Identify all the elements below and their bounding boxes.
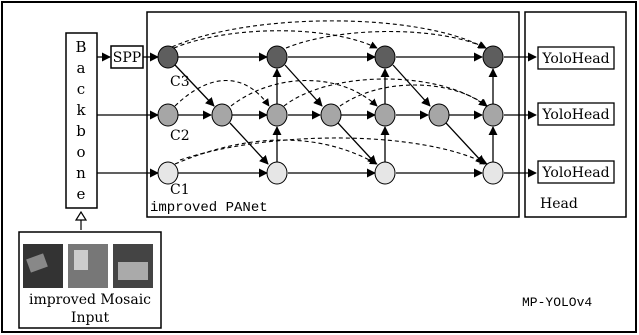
dashed-arrow — [173, 30, 378, 49]
backbone-letter: b — [76, 122, 86, 140]
diagonal-arrow — [445, 122, 485, 165]
hollow-up-arrow-icon — [74, 210, 88, 230]
node-c2 — [374, 103, 396, 127]
backbone-letters: B a c k b o n e — [75, 38, 86, 203]
backbone-letter: o — [76, 143, 85, 161]
level-label-c2: C2 — [170, 128, 190, 144]
mosaic-image-2-detail — [74, 250, 88, 270]
node-c2 — [320, 103, 342, 127]
node-c1 — [374, 161, 396, 185]
diagonal-arrow — [392, 64, 431, 107]
level-label-c1: C1 — [170, 182, 190, 198]
yolohead-label: YoloHead — [541, 165, 609, 181]
panet-label: improved PANet — [150, 200, 268, 216]
mosaic-thumbnails — [23, 244, 153, 288]
node-c2 — [266, 103, 288, 127]
node-c2 — [428, 103, 450, 127]
solid-connections — [174, 52, 498, 178]
node-c2 — [157, 103, 179, 127]
dashed-skip-connections — [171, 20, 488, 165]
yolohead-box — [537, 46, 615, 70]
backbone-letter: k — [76, 101, 86, 119]
diagonal-arrow — [229, 122, 269, 165]
node-c3 — [374, 45, 396, 69]
diagonal-arrow — [284, 64, 323, 107]
backbone-letter: B — [75, 38, 86, 56]
level-label-c3: C3 — [170, 74, 190, 90]
diagonal-arrow — [337, 122, 377, 165]
backbone-box — [65, 32, 98, 209]
model-name-label: MP-YOLOv4 — [522, 295, 592, 310]
dashed-arrow — [283, 78, 487, 107]
yolohead-box — [537, 102, 615, 126]
backbone-letter: a — [77, 59, 86, 77]
yolohead-box — [537, 160, 615, 184]
mosaic-image-3-detail — [118, 262, 148, 280]
backbone-letter: e — [77, 185, 86, 203]
input-caption-line2: Input — [71, 310, 110, 326]
yolohead-label: YoloHead — [541, 51, 609, 67]
backbone-letter: c — [77, 80, 85, 98]
mosaic-image-1-detail — [26, 253, 48, 273]
spp-label: SPP — [113, 50, 141, 66]
backbone-letter: n — [76, 164, 86, 182]
node-c2 — [211, 103, 233, 127]
dashed-arrow — [230, 79, 378, 107]
node-c1 — [157, 161, 179, 185]
dashed-arrow — [339, 84, 488, 107]
feature-nodes — [157, 45, 504, 185]
node-c3 — [157, 45, 179, 69]
node-c2 — [482, 103, 504, 127]
yolohead-label: YoloHead — [541, 107, 609, 123]
dashed-arrow — [285, 31, 487, 49]
node-c3 — [482, 45, 504, 69]
dashed-arrow — [171, 20, 486, 49]
node-c3 — [266, 45, 288, 69]
dashed-arrow — [174, 139, 378, 165]
dashed-arrow — [174, 79, 270, 107]
dashed-arrow — [179, 137, 488, 165]
diagonal-arrow — [174, 64, 215, 107]
input-caption-line1: improved Mosaic — [29, 292, 151, 308]
node-c1 — [482, 161, 504, 185]
head-label: Head — [540, 196, 578, 212]
node-c1 — [266, 161, 288, 185]
